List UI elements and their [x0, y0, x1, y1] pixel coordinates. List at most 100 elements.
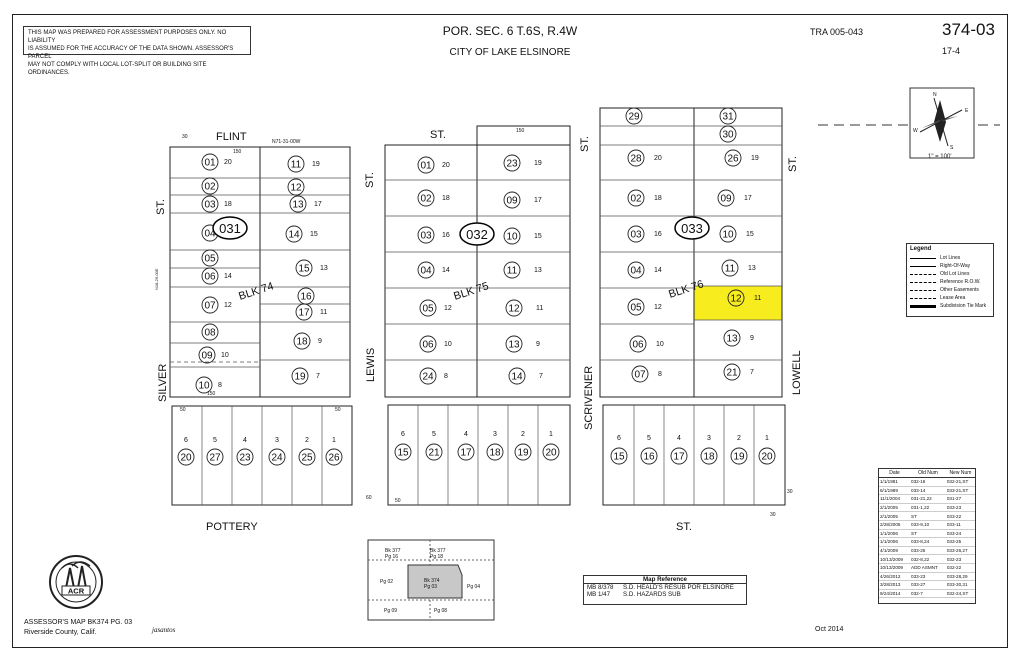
parcel-number[interactable]: 05 — [627, 298, 645, 316]
parcel-number[interactable]: 09 — [503, 191, 521, 209]
parcel-number[interactable]: 01 — [417, 156, 435, 174]
dim-label: 50 — [395, 498, 401, 504]
lot-number: 7 — [316, 373, 320, 380]
svg-text:03: 03 — [630, 230, 642, 241]
svg-text:07: 07 — [634, 370, 646, 381]
street-st-left: ST. — [155, 199, 167, 215]
parcel-number[interactable]: 18 — [700, 447, 718, 465]
parcel-number[interactable]: 23 — [236, 448, 254, 466]
parcel-number[interactable]: 18 — [293, 332, 311, 350]
lot-number: 4 — [243, 437, 247, 444]
parcel-number[interactable]: 13 — [289, 195, 307, 213]
parcel-number[interactable]: 19 — [291, 367, 309, 385]
parcel-number[interactable]: 04 — [417, 261, 435, 279]
lot-number: 3 — [707, 435, 711, 442]
parcel-number[interactable]: 31 — [719, 107, 737, 125]
svg-text:20: 20 — [761, 452, 773, 463]
highlighted-parcel[interactable] — [694, 286, 782, 320]
parcel-number[interactable]: 16 — [297, 287, 315, 305]
parcel-number[interactable]: 07 — [631, 365, 649, 383]
lot-number: 5 — [213, 437, 217, 444]
parcel-number[interactable]: 05 — [201, 249, 219, 267]
block-76-outline — [599, 107, 783, 398]
parcel-number[interactable]: 24 — [268, 448, 286, 466]
legend-item: Right-Of-Way — [910, 262, 990, 270]
index-label: Pg 09 — [384, 608, 397, 614]
parcel-number[interactable]: 06 — [201, 267, 219, 285]
parcel-number[interactable]: 27 — [206, 448, 224, 466]
svg-text:08: 08 — [204, 328, 216, 339]
svg-text:11: 11 — [725, 264, 736, 275]
parcel-number[interactable]: 01 — [201, 153, 219, 171]
parcel-number[interactable]: 26 — [724, 149, 742, 167]
parcel-number[interactable]: 02 — [417, 189, 435, 207]
parcel-number[interactable]: 13 — [723, 329, 741, 347]
parcel-number[interactable]: 09 — [717, 189, 735, 207]
parcel-number[interactable]: 30 — [719, 125, 737, 143]
parcel-number[interactable]: 17 — [295, 303, 313, 321]
parcel-number[interactable]: 11 — [503, 261, 521, 279]
parcel-number[interactable]: 11 — [287, 155, 305, 173]
lot-number: 11 — [754, 295, 761, 302]
parcel-number[interactable]: 20 — [177, 448, 195, 466]
parcel-number[interactable]: 18 — [486, 443, 504, 461]
lot-number: 15 — [310, 231, 318, 238]
parcel-number[interactable]: 02 — [201, 177, 219, 195]
parcel-number[interactable]: 25 — [298, 448, 316, 466]
parcel-number[interactable]: 10 — [719, 225, 737, 243]
parcel-number[interactable]: 03 — [627, 225, 645, 243]
parcel-number[interactable]: 19 — [514, 443, 532, 461]
parcel-number[interactable]: 14 — [285, 225, 303, 243]
parcel-number[interactable]: 19 — [730, 447, 748, 465]
parcel-number[interactable]: 07 — [201, 296, 219, 314]
block-74-label: BLK 74 — [237, 280, 275, 303]
parcel-number[interactable]: 17 — [670, 447, 688, 465]
parcel-number[interactable]: 10 — [503, 227, 521, 245]
parcel-number[interactable]: 16 — [640, 447, 658, 465]
parcel-number[interactable]: 12 — [505, 299, 523, 317]
parcel-number[interactable]: 12 — [727, 289, 745, 307]
parcel-number[interactable]: 13 — [505, 335, 523, 353]
parcel-number[interactable]: 04 — [627, 261, 645, 279]
parcel-number[interactable]: 06 — [419, 335, 437, 353]
street-pottery: POTTERY — [206, 521, 258, 533]
parcel-number[interactable]: 23 — [503, 154, 521, 172]
street-st-lewis: ST. — [364, 172, 376, 188]
parcel-number[interactable]: 17 — [457, 443, 475, 461]
parcel-number[interactable]: 09 — [198, 346, 216, 364]
svg-text:18: 18 — [703, 452, 715, 463]
parcel-number[interactable]: 20 — [758, 447, 776, 465]
svg-text:21: 21 — [726, 368, 738, 379]
legend-item: Lease Area — [910, 294, 990, 302]
parcel-number[interactable]: 03 — [201, 195, 219, 213]
parcel-number[interactable]: 20 — [542, 443, 560, 461]
parcel-number[interactable]: 29 — [625, 107, 643, 125]
parcel-number[interactable]: 10 — [195, 376, 213, 394]
parcel-number[interactable]: 15 — [295, 259, 313, 277]
parcel-number[interactable]: 21 — [425, 443, 443, 461]
lot-number: 2 — [521, 431, 525, 438]
parcel-number[interactable]: 08 — [201, 323, 219, 341]
parcel-number[interactable]: 03 — [417, 226, 435, 244]
parcel-number[interactable]: 06 — [629, 335, 647, 353]
parcel-number[interactable]: 15 — [394, 443, 412, 461]
parcel-number[interactable]: 11 — [721, 259, 739, 277]
svg-text:12: 12 — [508, 304, 520, 315]
svg-text:05: 05 — [630, 303, 642, 314]
parcel-number[interactable]: 15 — [610, 447, 628, 465]
svg-text:31: 31 — [722, 112, 734, 123]
parcel-number[interactable]: 12 — [287, 178, 305, 196]
parcel-number[interactable]: 28 — [627, 149, 645, 167]
parcel-number[interactable]: 14 — [508, 367, 526, 385]
parcel-number[interactable]: 21 — [723, 363, 741, 381]
parcel-number[interactable]: 02 — [627, 189, 645, 207]
parcel-number[interactable]: 24 — [419, 367, 437, 385]
svg-text:09: 09 — [720, 194, 732, 205]
parcel-number[interactable]: 05 — [419, 299, 437, 317]
lot-number: 7 — [750, 369, 754, 376]
parcel-number[interactable]: 26 — [325, 448, 343, 466]
footer-county: Riverside County, Calif. — [24, 629, 97, 636]
